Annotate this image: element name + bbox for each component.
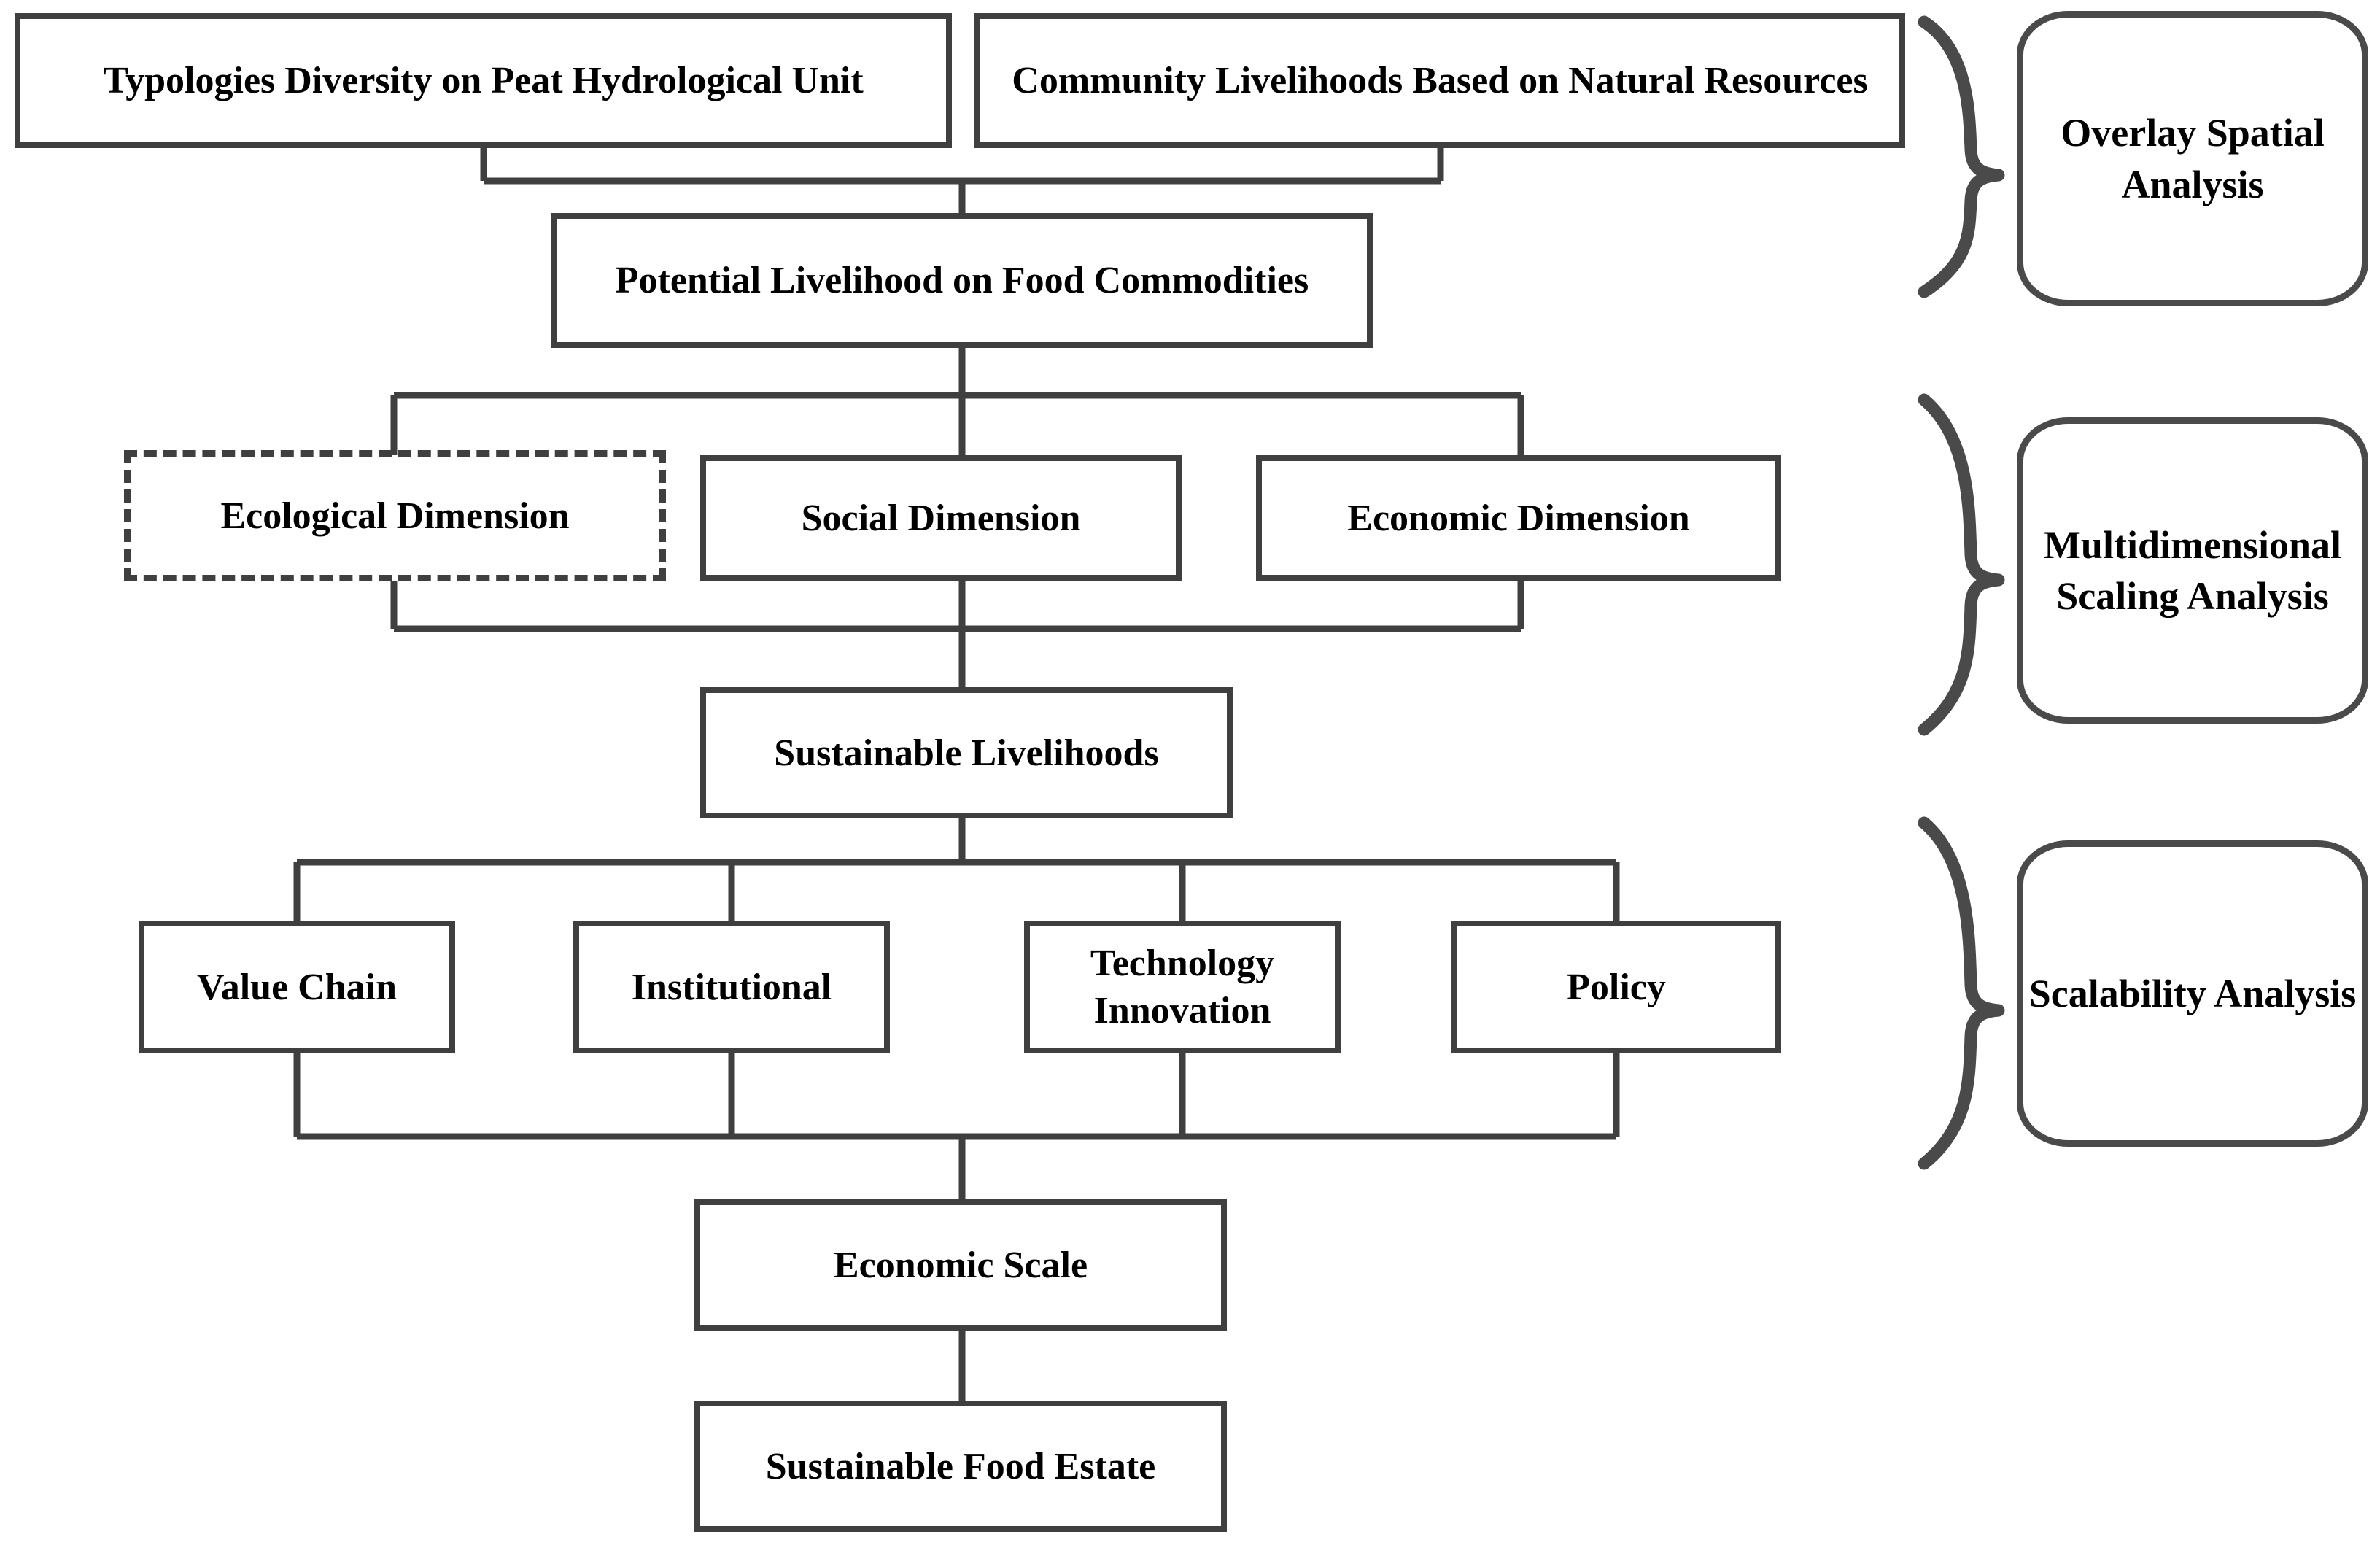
brace-overlay: [1918, 15, 2005, 298]
node-institutional-label: Institutional: [631, 966, 832, 1008]
analysis-multidimensional-scaling-label: Multidimensional Scaling Analysis: [2043, 522, 2342, 618]
node-policy[interactable]: Policy: [1451, 921, 1781, 1053]
node-technology-innovation[interactable]: Technology Innovation: [1024, 921, 1341, 1053]
node-technology-innovation-label: Technology Innovation: [1090, 942, 1275, 1031]
brace-scalability: [1918, 816, 2005, 1170]
node-sustainable-livelihoods-label: Sustainable Livelihoods: [774, 732, 1159, 774]
node-sustainable-livelihoods[interactable]: Sustainable Livelihoods: [700, 687, 1233, 818]
node-sustainable-food-estate-label: Sustainable Food Estate: [765, 1445, 1156, 1487]
analysis-overlay-spatial-label: Overlay Spatial Analysis: [2061, 111, 2325, 206]
node-typologies-label: Typologies Diversity on Peat Hydrologica…: [103, 60, 864, 101]
node-value-chain[interactable]: Value Chain: [139, 921, 455, 1053]
node-potential-livelihood-label: Potential Livelihood on Food Commodities: [615, 260, 1309, 301]
analysis-scalability[interactable]: Scalability Analysis: [2017, 840, 2368, 1147]
node-sustainable-food-estate[interactable]: Sustainable Food Estate: [694, 1401, 1227, 1532]
node-policy-label: Policy: [1567, 966, 1666, 1008]
analysis-scalability-label: Scalability Analysis: [2028, 971, 2357, 1015]
node-typologies[interactable]: Typologies Diversity on Peat Hydrologica…: [15, 13, 952, 148]
node-economic-scale-label: Economic Scale: [833, 1244, 1088, 1286]
brace-mds: [1918, 393, 2005, 736]
analysis-overlay-spatial[interactable]: Overlay Spatial Analysis: [2017, 11, 2368, 306]
node-economic-dimension-label: Economic Dimension: [1347, 497, 1690, 539]
node-community-livelihoods[interactable]: Community Livelihoods Based on Natural R…: [974, 13, 1905, 148]
node-social-dimension[interactable]: Social Dimension: [700, 455, 1182, 581]
node-ecological-dimension[interactable]: Ecological Dimension: [124, 450, 666, 581]
node-economic-scale[interactable]: Economic Scale: [694, 1199, 1227, 1331]
node-ecological-dimension-label: Ecological Dimension: [220, 495, 570, 537]
node-institutional[interactable]: Institutional: [573, 921, 890, 1053]
analysis-multidimensional-scaling[interactable]: Multidimensional Scaling Analysis: [2017, 417, 2368, 724]
node-value-chain-label: Value Chain: [196, 966, 398, 1008]
node-community-livelihoods-label: Community Livelihoods Based on Natural R…: [1012, 60, 1868, 101]
node-social-dimension-label: Social Dimension: [801, 497, 1081, 539]
node-potential-livelihood[interactable]: Potential Livelihood on Food Commodities: [551, 213, 1373, 348]
node-economic-dimension[interactable]: Economic Dimension: [1256, 455, 1781, 581]
